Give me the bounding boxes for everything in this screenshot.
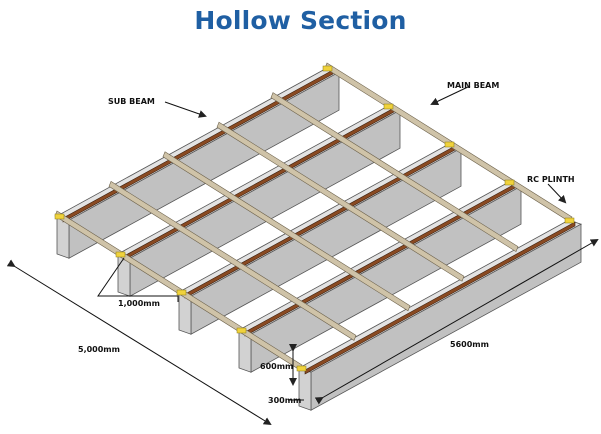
bearing-pad	[115, 251, 126, 258]
dimension-lines	[6, 239, 599, 426]
diagram-title: Hollow Section	[194, 6, 407, 35]
bearing-pad	[564, 217, 575, 224]
label-spacing: 1,000mm	[118, 299, 160, 308]
bearing-pad	[444, 141, 455, 148]
bearing-pad	[322, 65, 333, 72]
bearing-pad	[176, 289, 187, 296]
bearing-pad	[54, 213, 65, 220]
label-plinth-height: 600mm	[260, 362, 293, 371]
label-sub-beam: SUB BEAM	[108, 97, 155, 106]
label-rc-plinth: RC PLINTH	[527, 175, 575, 184]
label-plinth-width: 300mm	[268, 396, 301, 405]
label-width: 5,000mm	[78, 345, 120, 354]
bearing-pad	[296, 365, 307, 372]
label-length: 5600mm	[450, 340, 489, 349]
label-main-beam: MAIN BEAM	[447, 81, 499, 90]
leader-lines	[164, 85, 567, 204]
bearing-pad	[504, 179, 515, 186]
bearing-pad	[236, 327, 247, 334]
bearing-pad	[383, 103, 394, 110]
